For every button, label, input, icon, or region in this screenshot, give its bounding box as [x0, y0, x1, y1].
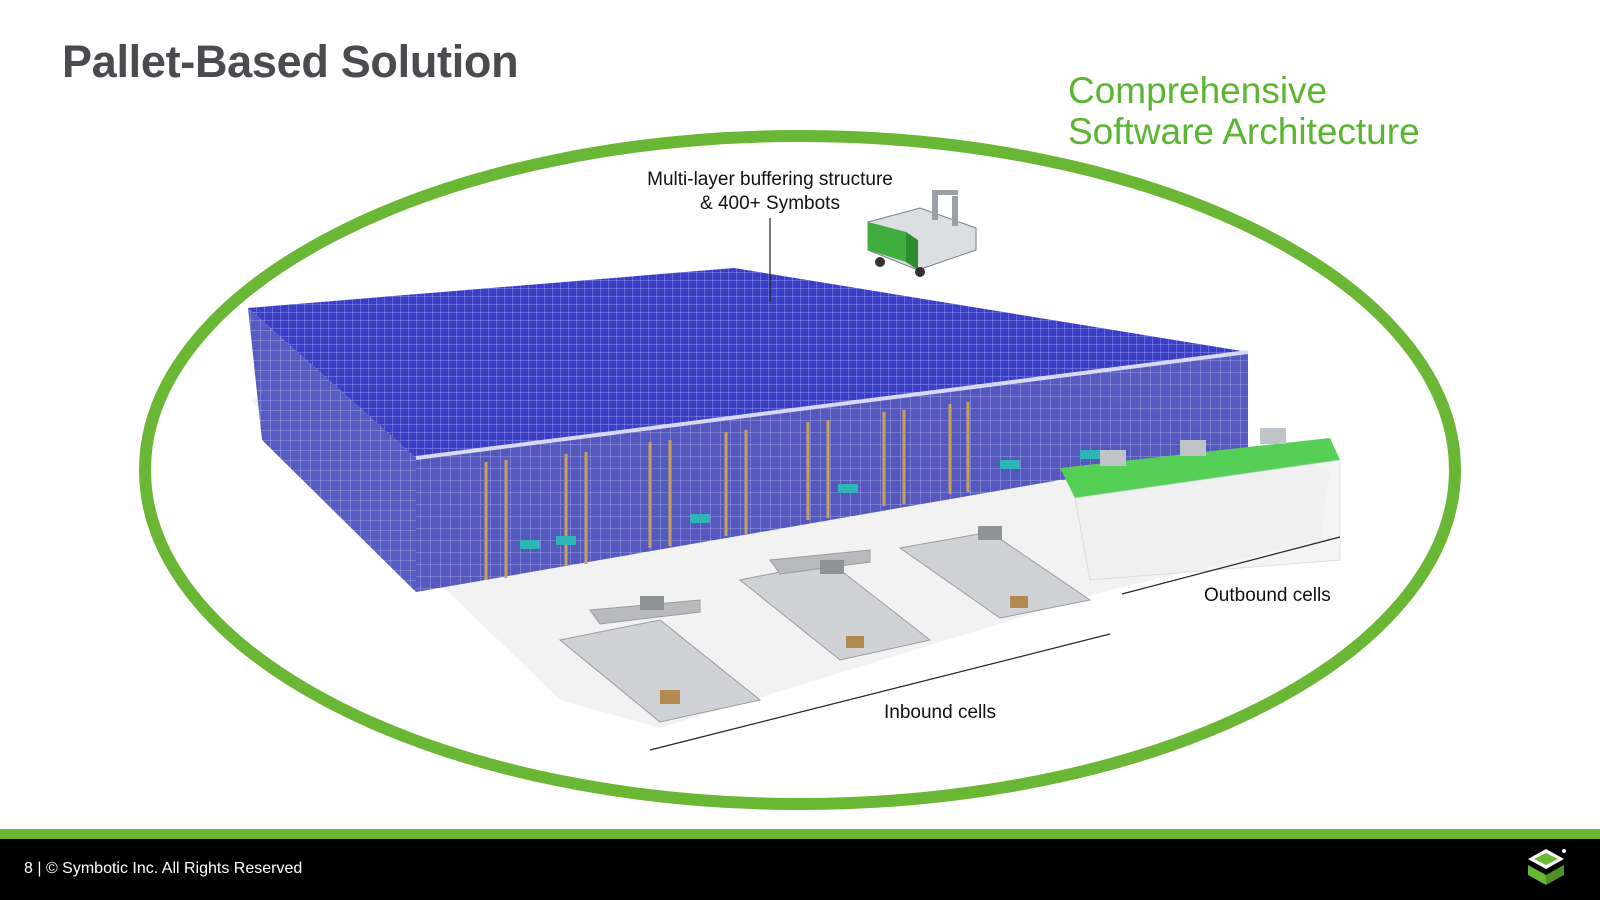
footer-accent-bar	[0, 829, 1600, 839]
buffering-callout: Multi-layer buffering structure & 400+ S…	[620, 168, 920, 216]
subtitle-line-2: Software Architecture	[1068, 111, 1420, 152]
footer-copyright: 8 | © Symbotic Inc. All Rights Reserved	[24, 860, 303, 877]
inbound-cells-label: Inbound cells	[884, 702, 996, 723]
inbound-equipment	[640, 526, 1028, 704]
buffering-callout-line-1: Multi-layer buffering structure	[647, 169, 893, 190]
symbotic-logo-icon	[1528, 849, 1566, 885]
outbound-robots	[1100, 428, 1286, 466]
slide-subtitle: Comprehensive Software Architecture	[1068, 70, 1420, 152]
subtitle-line-1: Comprehensive	[1068, 70, 1328, 111]
inbound-callout-line	[649, 633, 1111, 751]
green-ellipse	[139, 130, 1461, 810]
rack-front-edge	[415, 350, 1249, 460]
footer-bar: 8 | © Symbotic Inc. All Rights Reserved	[0, 839, 1600, 900]
outbound-cells-label: Outbound cells	[1204, 585, 1331, 606]
outbound-box	[1074, 459, 1341, 581]
lift-towers	[484, 402, 970, 580]
rack-front	[416, 352, 1248, 592]
inbound-conveyors	[558, 531, 1092, 723]
outbound-platform	[1060, 438, 1340, 498]
outbound-callout-line	[1121, 536, 1341, 595]
slide-title: Pallet-Based Solution	[62, 36, 519, 87]
warehouse-illustration	[139, 130, 1461, 810]
symbot-robot-icon	[867, 190, 977, 277]
cyan-shuttles	[520, 450, 1100, 549]
rack-left-side	[248, 308, 416, 592]
rack-top	[248, 268, 1248, 458]
buffering-callout-line-2: & 400+ Symbots	[700, 193, 840, 214]
